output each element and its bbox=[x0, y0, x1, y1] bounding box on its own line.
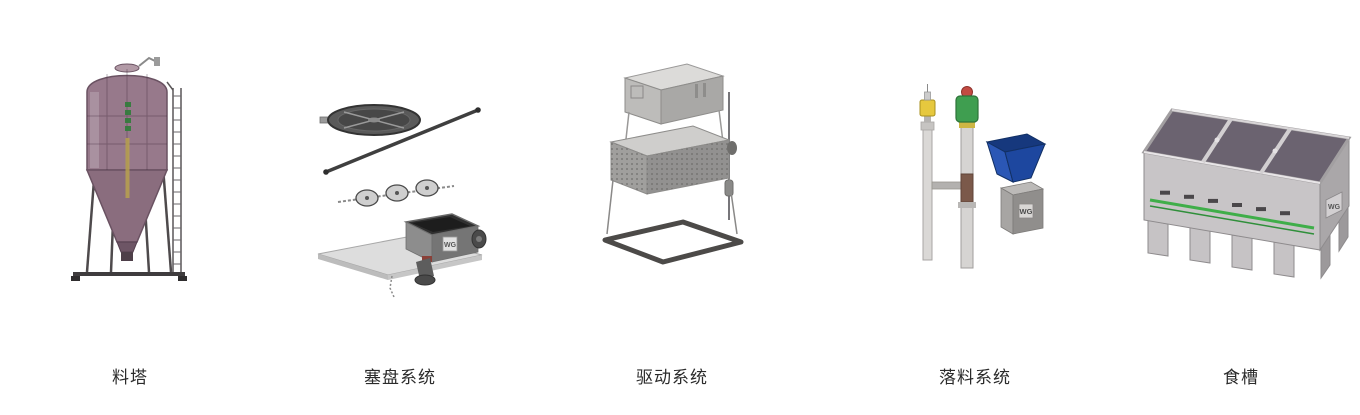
trough-logo: WG bbox=[1325, 191, 1343, 219]
product-label-feed-trough: 食槽 bbox=[1223, 368, 1259, 387]
chain-spools-part bbox=[337, 179, 455, 207]
feed-trough-illustration: WG bbox=[1124, 88, 1359, 298]
hopper-box-part: WG bbox=[317, 213, 487, 298]
drive-system-illustration bbox=[595, 62, 750, 282]
wg-logo: WG bbox=[444, 242, 457, 249]
product-label-feed-drop-system: 落料系统 bbox=[939, 368, 1011, 387]
silo-green-marking bbox=[125, 102, 131, 131]
product-card-feed-drop-system[interactable]: WG 落料系统 bbox=[895, 40, 1055, 400]
tube-clamp bbox=[931, 181, 963, 190]
silo-ladder bbox=[166, 81, 182, 272]
product-card-feed-silo[interactable]: 料塔 bbox=[55, 40, 205, 400]
feed-drop-system-illustration: WG bbox=[907, 82, 1047, 272]
silo-base bbox=[71, 272, 187, 281]
feed-silo-illustration bbox=[65, 52, 195, 287]
trough-legs bbox=[1147, 219, 1295, 278]
drive-main-unit bbox=[609, 125, 737, 195]
product-label-drive-system: 驱动系统 bbox=[636, 368, 708, 387]
product-label-feed-silo: 料塔 bbox=[112, 368, 148, 387]
product-card-feed-trough[interactable]: WG 食槽 bbox=[1122, 40, 1360, 400]
disk-part bbox=[319, 104, 421, 136]
plug-disk-system-illustration: WG bbox=[312, 92, 487, 302]
wg-logo: WG bbox=[1328, 204, 1341, 211]
outlet-box: WG bbox=[999, 181, 1045, 235]
trough-body bbox=[1141, 108, 1352, 252]
trough-dividers bbox=[1201, 117, 1292, 175]
drive-frame-rods bbox=[606, 177, 738, 235]
product-label-plug-disk-system: 塞盘系统 bbox=[364, 368, 436, 387]
silo-body bbox=[85, 56, 169, 261]
blue-hopper bbox=[985, 133, 1047, 183]
wg-logo: WG bbox=[1020, 207, 1033, 216]
drive-upper-housing bbox=[623, 63, 725, 125]
rod-part bbox=[323, 107, 481, 175]
drive-base-frame bbox=[602, 219, 744, 265]
trough-green-stripe bbox=[1149, 198, 1315, 235]
drop-tube-with-motor bbox=[955, 86, 979, 269]
sensor-tube bbox=[919, 84, 936, 261]
trough-feed-slots bbox=[1160, 190, 1290, 216]
product-card-drive-system[interactable]: 驱动系统 bbox=[592, 40, 752, 400]
product-card-plug-disk-system[interactable]: WG 塞盘系统 bbox=[310, 40, 490, 400]
